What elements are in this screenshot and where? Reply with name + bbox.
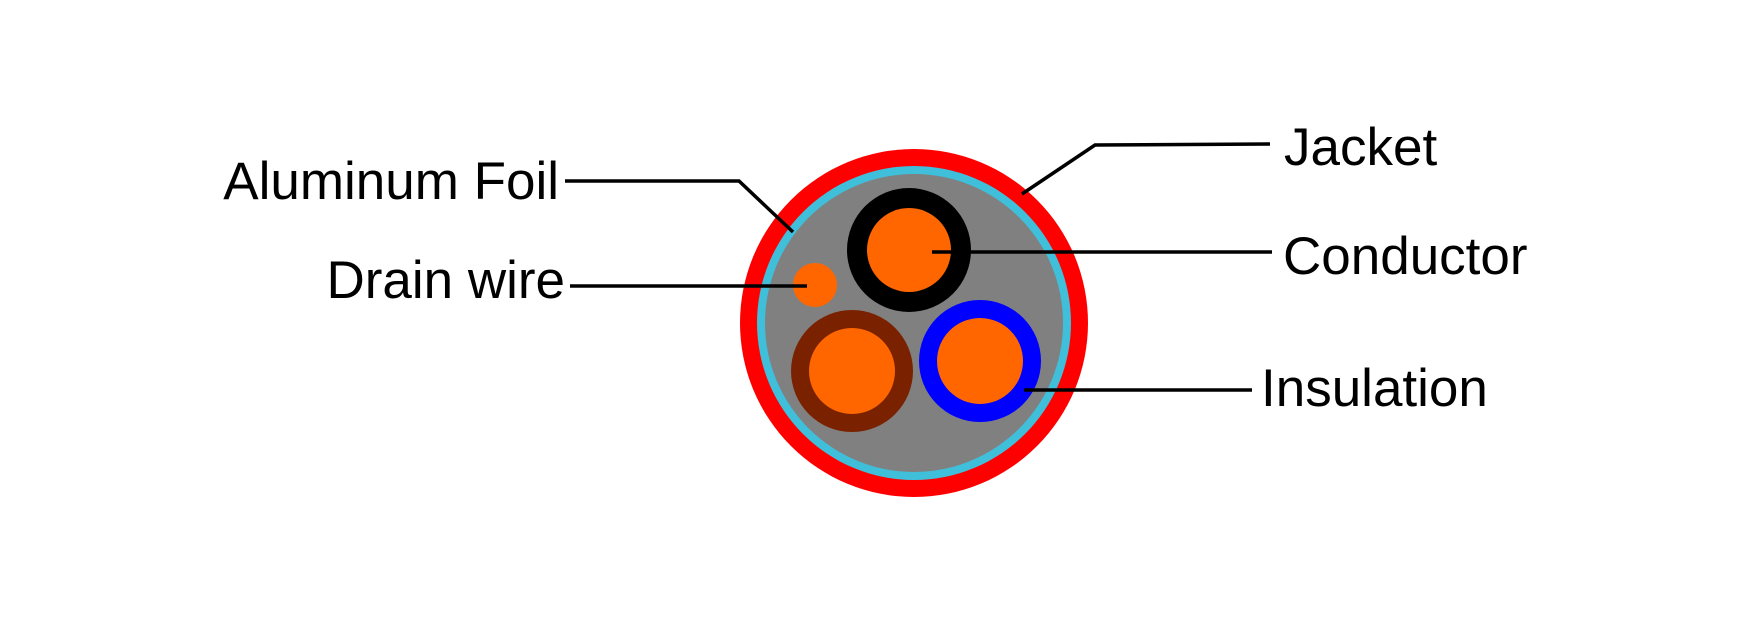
conductor-top <box>867 208 951 292</box>
label-jacket: Jacket <box>1284 118 1437 177</box>
label-insulation: Insulation <box>1261 359 1488 418</box>
conductor-left <box>809 328 895 414</box>
label-conductor: Conductor <box>1283 227 1528 286</box>
conductor-right <box>937 318 1023 404</box>
label-aluminum-foil: Aluminum Foil <box>223 152 559 211</box>
label-drain-wire: Drain wire <box>326 251 565 310</box>
leader-line-aluminum-foil <box>565 179 795 234</box>
leader-lines <box>565 142 1272 392</box>
cable-cross-section <box>740 149 1088 497</box>
drain-wire <box>793 263 837 307</box>
leader-line-jacket <box>1021 142 1271 196</box>
